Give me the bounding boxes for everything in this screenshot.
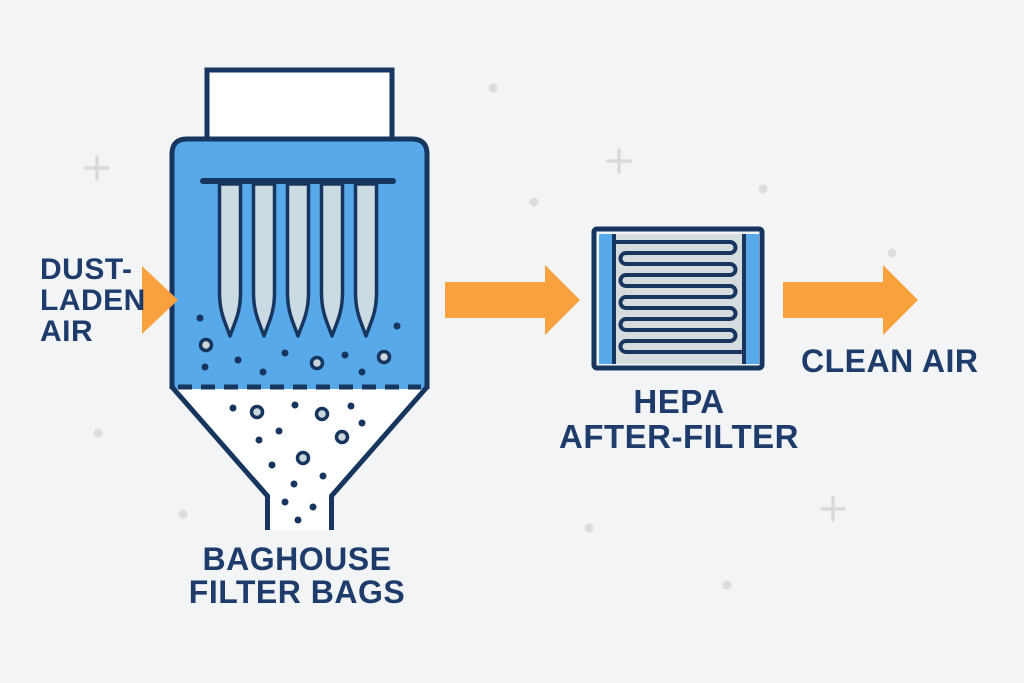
hepa-to-clean-air-arrow-icon [783, 265, 918, 335]
baghouse-label: BAGHOUSE FILTER BAGS [188, 541, 406, 610]
hepa-pleats [616, 240, 742, 354]
clean-air-label: CLEAN AIR [801, 343, 979, 379]
inlet-arrow-icon [142, 266, 178, 334]
baghouse-outlet-duct [204, 67, 395, 148]
background-decorations [84, 148, 846, 522]
baghouse-icon [169, 67, 430, 530]
plus-decoration-icon [84, 155, 110, 181]
dot-decoration-icon [93, 428, 103, 438]
dot-decoration-icon [758, 184, 768, 194]
dust-particles-chamber [196, 314, 401, 376]
hepa-after-filter-label: HEPA AFTER-FILTER [558, 383, 799, 455]
filter-bag [251, 182, 277, 338]
plus-decoration-icon [820, 496, 846, 522]
hepa-frame-right [746, 234, 759, 364]
hepa-border [591, 226, 765, 371]
filter-bag [319, 182, 345, 338]
hepa-frame-left [599, 234, 612, 364]
dust-particles-hopper [229, 401, 366, 524]
dot-decoration-icon [488, 83, 498, 93]
dot-decoration-icon [722, 580, 732, 590]
dot-decorations [93, 83, 897, 590]
dot-decoration-icon [887, 248, 897, 258]
filter-bags [217, 182, 379, 338]
dust-laden-air-label: DUST- LADEN AIR [40, 253, 146, 348]
baghouse-to-hepa-arrow-icon [445, 265, 580, 335]
dot-decoration-icon [529, 197, 539, 207]
flow-arrows [142, 265, 918, 335]
filter-bag [217, 182, 243, 338]
filter-bag [353, 182, 379, 338]
hepa-filter-icon [591, 226, 765, 371]
plus-decoration-icon [606, 148, 632, 174]
filter-bag [285, 182, 311, 338]
dot-decoration-icon [584, 523, 594, 533]
dot-decoration-icon [178, 509, 188, 519]
